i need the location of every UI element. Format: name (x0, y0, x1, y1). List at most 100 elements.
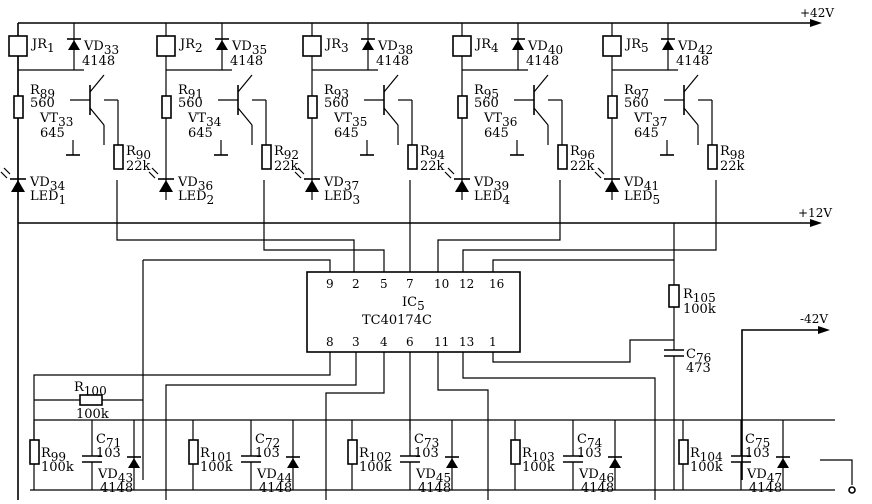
relay-label: JR2 (178, 37, 203, 55)
flyback-diode-label: VD42 (677, 39, 713, 57)
diode-label: VD43 (97, 467, 133, 485)
resistor-value: 22k (420, 159, 445, 174)
rail-plus-42v: +42V (18, 6, 834, 27)
diode-label: VD46 (578, 467, 614, 485)
resistor-value: 22k (126, 159, 151, 174)
relay-label: JR4 (474, 37, 499, 55)
flyback-diode-label: VD35 (231, 39, 267, 57)
resistor-value: 22k (720, 159, 745, 174)
flyback-diode-value: 4148 (376, 54, 409, 69)
ic-pin-6: 6 (406, 335, 414, 349)
resistor (113, 144, 124, 170)
relay-coil (8, 35, 28, 57)
r100-resistor: R100 100k (34, 380, 143, 422)
resistor (13, 95, 24, 119)
led-diode-label: VD36 (177, 175, 213, 193)
diode (287, 458, 299, 468)
resistor (307, 95, 318, 119)
resistor-value: 22k (274, 159, 299, 174)
flyback-diode-value: 4148 (526, 54, 559, 69)
resistor (510, 439, 521, 465)
ic-part-number: TC40174C (362, 313, 432, 328)
resistor-value: 560 (324, 96, 349, 111)
ic-pin-3: 3 (352, 335, 360, 349)
flyback-diode (512, 40, 524, 50)
diode (609, 458, 621, 468)
r100-name: R100 (74, 380, 107, 398)
transistor-label: VT36 (483, 111, 517, 129)
diode (777, 458, 789, 468)
transistor-value: 645 (334, 126, 359, 141)
relay-coil (602, 35, 622, 57)
diode-label: VD44 (256, 467, 292, 485)
ic-pin-1: 1 (489, 335, 497, 349)
led-diode-label: VD34 (29, 175, 65, 193)
capacitor-label: C71 (96, 432, 121, 450)
transistor-value: 645 (484, 126, 509, 141)
diode-value: 4148 (418, 481, 451, 496)
rail-plus-12v: +12V (18, 206, 832, 227)
led-label: LED3 (324, 189, 360, 207)
resistor (347, 439, 358, 465)
resistor (29, 439, 40, 465)
diode-value: 4148 (749, 481, 782, 496)
resistor-label: R91 (178, 83, 203, 101)
capacitor-label: C74 (577, 432, 603, 450)
flyback-diode-value: 4148 (82, 54, 115, 69)
ic-input-wiring (116, 180, 717, 480)
resistor-value: 100k (522, 460, 555, 475)
resistor-label: R97 (624, 83, 649, 101)
ic-pin-11: 11 (434, 335, 449, 349)
flyback-diode (216, 40, 228, 50)
resistor-value: 560 (624, 96, 649, 111)
transistor-label: VT33 (39, 111, 73, 129)
rail-plus-12v-label: +12V (798, 206, 832, 220)
flyback-diode-value: 4148 (676, 54, 709, 69)
diode-label: VD45 (415, 467, 451, 485)
diode-value: 4148 (581, 481, 614, 496)
resistor-value: 100k (359, 460, 392, 475)
resistor (161, 95, 172, 119)
flyback-diode (68, 40, 80, 50)
resistor (188, 439, 199, 465)
ic-pin-10: 10 (434, 277, 449, 291)
diode (446, 458, 458, 468)
flyback-diode-value: 4148 (230, 54, 263, 69)
rail-plus-42v-label: +42V (800, 6, 834, 20)
r105-name: R105 (683, 287, 716, 305)
led-label: LED2 (178, 189, 214, 207)
resistor-value: 560 (30, 96, 55, 111)
resistor-label: R102 (359, 446, 392, 464)
ic-pin-8: 8 (326, 335, 334, 349)
flyback-diode (362, 40, 374, 50)
diode-label: VD47 (746, 467, 782, 485)
diode-value: 4148 (100, 481, 133, 496)
flyback-diode-label: VD40 (527, 39, 563, 57)
ic-pin-5: 5 (380, 277, 388, 291)
transistor-label: VT35 (333, 111, 367, 129)
ic-pin-2: 2 (352, 277, 360, 291)
ic-pin-13: 13 (459, 335, 474, 349)
flyback-diode-label: VD38 (377, 39, 413, 57)
resistor (607, 95, 618, 119)
transistor-label: VT34 (187, 111, 222, 129)
resistor-value: 100k (41, 460, 74, 475)
relay-coil (452, 35, 472, 57)
relay-coil (302, 35, 322, 57)
c76-capacitor: C76 473 (492, 339, 711, 490)
resistor-label: R92 (274, 144, 299, 162)
capacitor-value: 103 (255, 446, 280, 461)
